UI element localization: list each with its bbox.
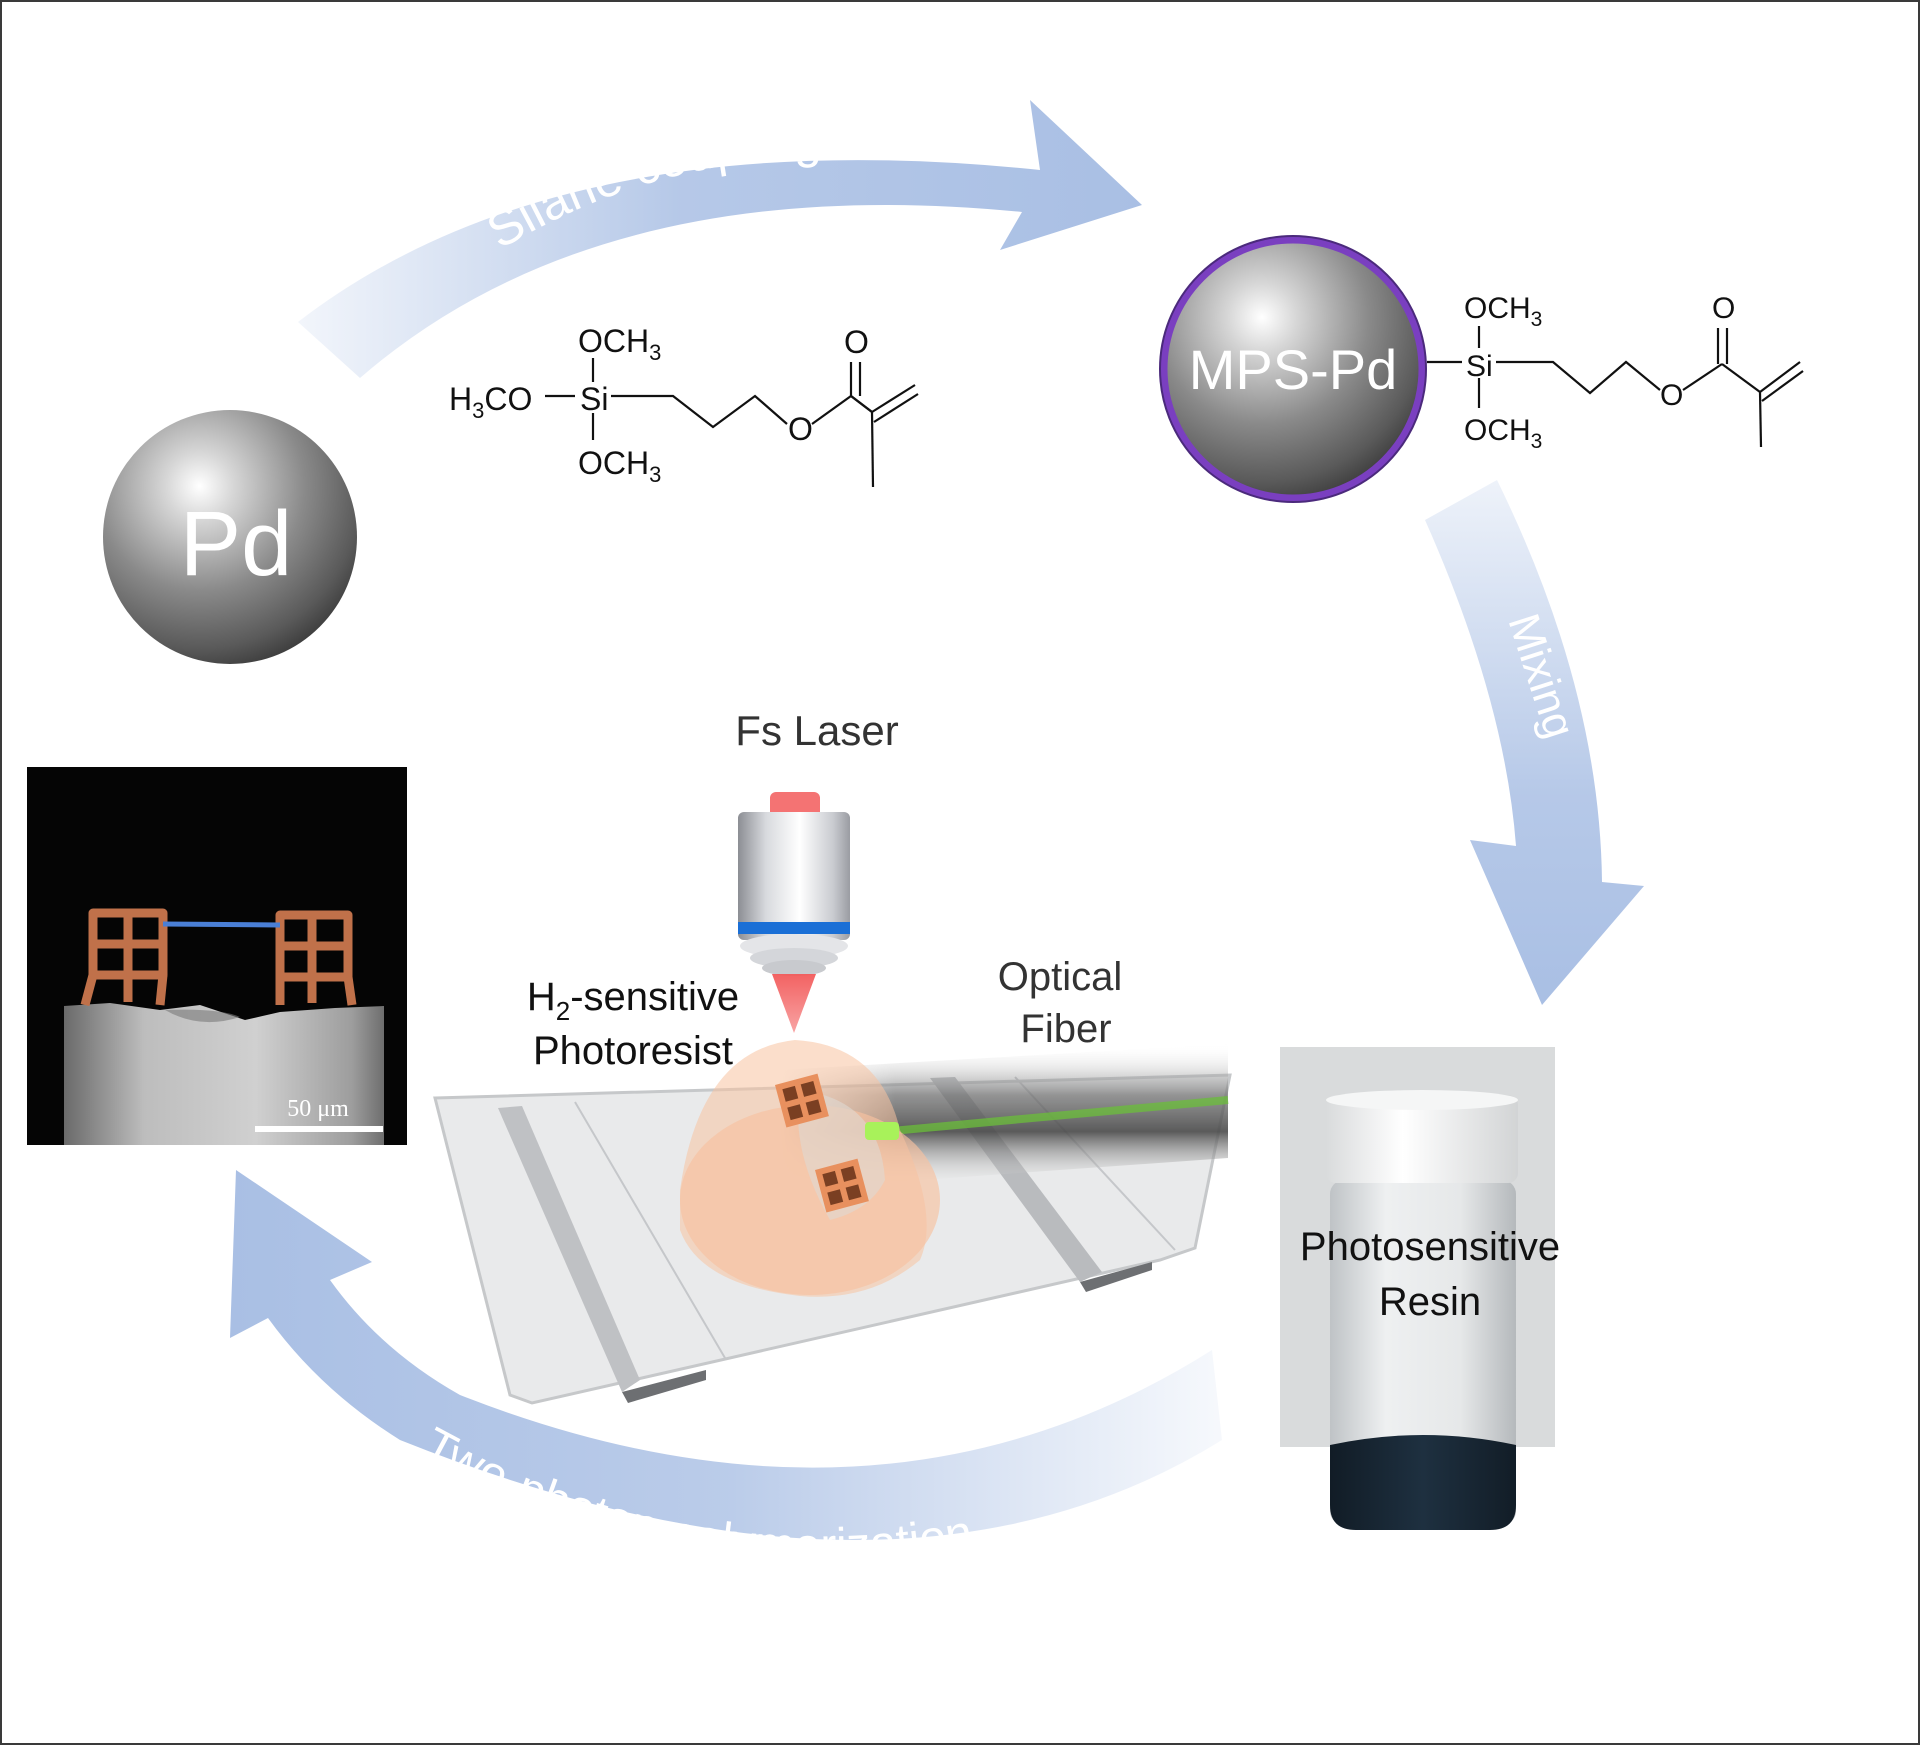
si-label: Si [580, 381, 608, 417]
objective-lens [738, 792, 850, 1033]
fiber-tip-glow [865, 1122, 899, 1140]
fs-laser-label-group: Fs Laser [735, 707, 898, 754]
pd-nanoparticle: Pd [103, 410, 357, 664]
lattice-block-top [775, 1073, 829, 1128]
vial-cap [1326, 1095, 1518, 1183]
carbonyl-o-attached-label: O [1712, 292, 1735, 325]
mps-pd-molecule-labels: Si OCH3 OCH3 O O [1464, 292, 1735, 453]
laser-beam-cone [772, 974, 816, 1033]
och3-top-label: OCH3 [578, 323, 661, 365]
fiber-label: Fiber [1020, 1007, 1111, 1051]
mps-pd-molecule [1427, 326, 1804, 448]
fs-laser-label: Fs Laser [735, 707, 898, 754]
mps-molecule-labels: H3CO Si OCH3 OCH3 O O [449, 323, 869, 487]
sem-bridge [162, 921, 281, 928]
mps-pd-label: MPS-Pd [1189, 338, 1398, 401]
sem-left-frame [80, 908, 168, 1007]
pd-label: Pd [180, 493, 293, 595]
photoresist-droplet [680, 1040, 940, 1297]
mps-molecule [545, 358, 919, 488]
ester-o-label: O [788, 411, 813, 447]
resin-vial-photo: Photosensitive Resin [1280, 1047, 1560, 1530]
resin-label-line1: Photosensitive [1300, 1225, 1560, 1269]
och3-attached-bottom-label: OCH3 [1464, 414, 1542, 453]
fiber-core [869, 1096, 1229, 1137]
ester-o-attached-label: O [1660, 379, 1683, 412]
sem-image: 50 μm [27, 767, 407, 1145]
och3-bottom-label: OCH3 [578, 445, 661, 487]
lens-blue-band [738, 922, 850, 934]
silane-coupling-arrow: Silane coupling [298, 100, 1142, 378]
photoresist-label: Photoresist [533, 1029, 733, 1073]
sem-right-frame [275, 910, 357, 1006]
lattice-block-bottom [815, 1158, 869, 1213]
scale-bar [255, 1126, 383, 1132]
scale-bar-label: 50 μm [287, 1096, 349, 1122]
mixing-arrow: Mixing [1425, 480, 1644, 1005]
optical-label: Optical [998, 955, 1123, 999]
carbonyl-o-label: O [844, 324, 869, 360]
resin-label-line2: Resin [1379, 1280, 1481, 1324]
h2-sensitive-label: H2-sensitive [527, 975, 739, 1026]
mps-pd-nanoparticle: MPS-Pd [1159, 235, 1427, 503]
och3-attached-top-label: OCH3 [1464, 292, 1542, 331]
si-attached-label: Si [1466, 350, 1493, 383]
resin-liquid [1330, 1435, 1516, 1530]
h3co-label: H3CO [449, 381, 532, 423]
